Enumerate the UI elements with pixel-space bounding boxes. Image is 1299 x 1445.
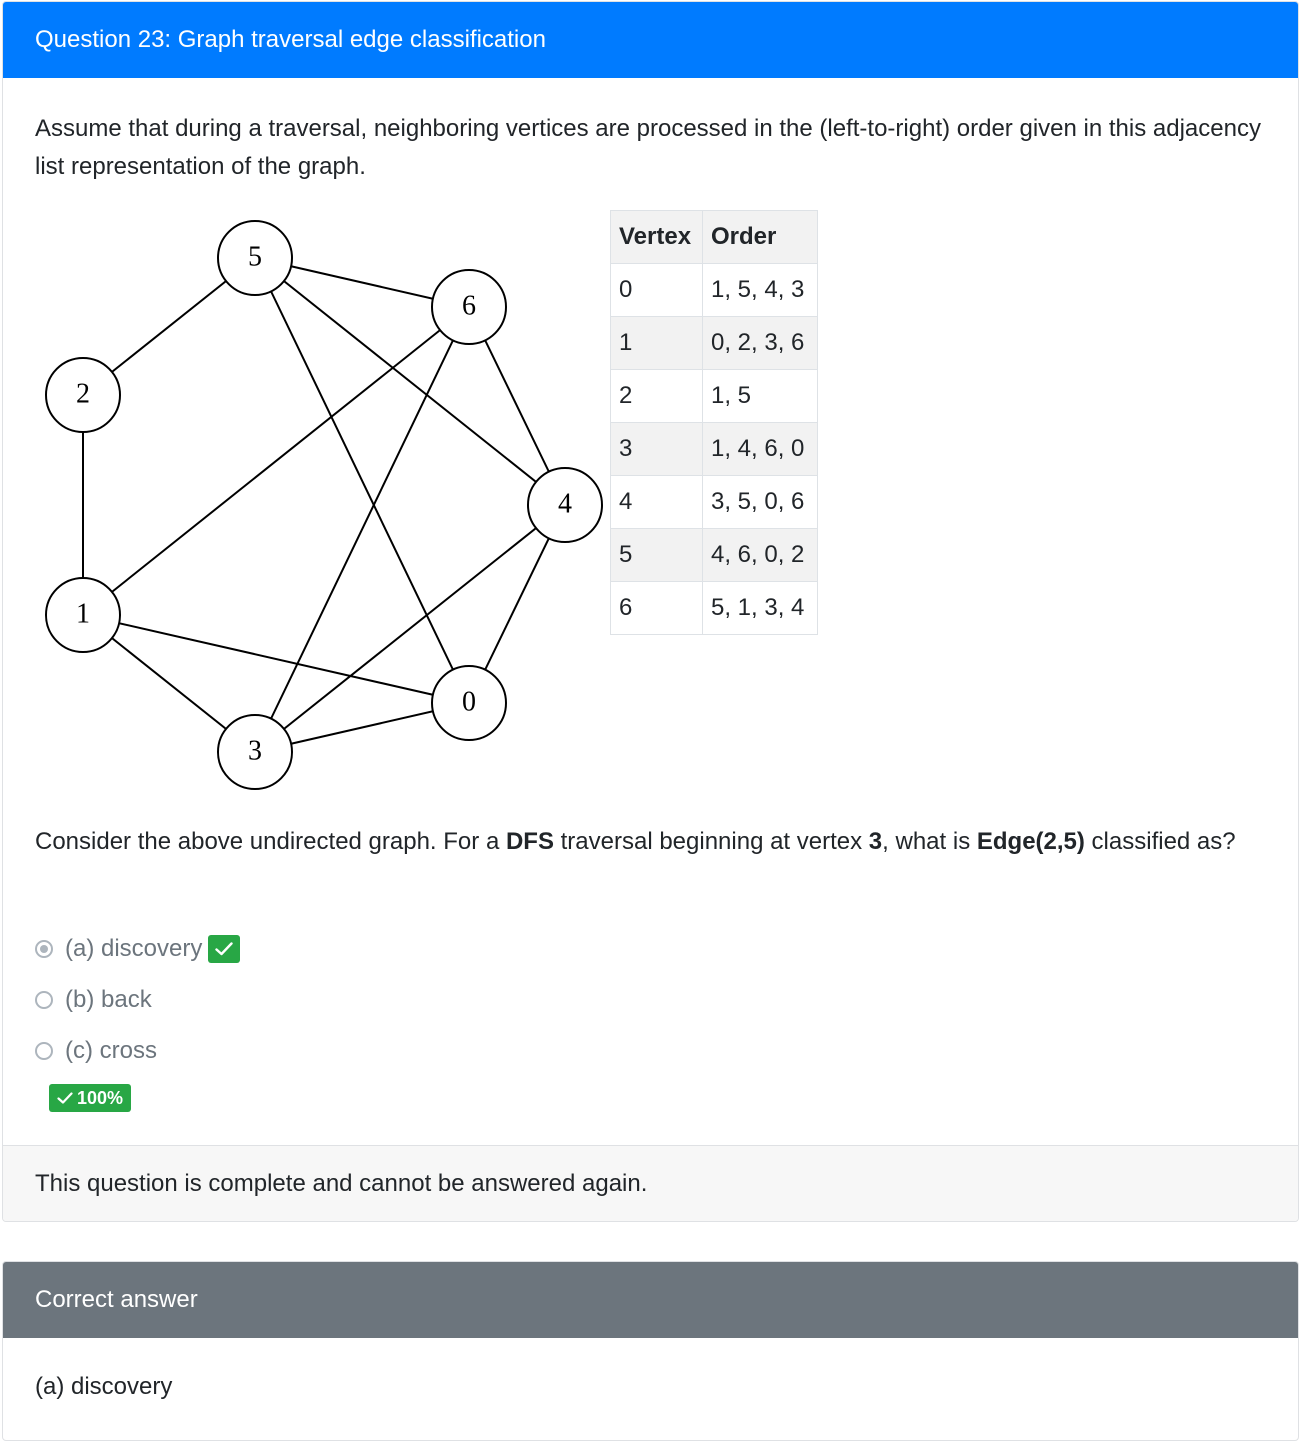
vertex-cell: 6 xyxy=(610,581,703,635)
graph-node-4: 4 xyxy=(527,467,603,543)
option-a[interactable]: (a) discovery xyxy=(35,931,241,967)
column-header-vertex: Vertex xyxy=(610,210,703,264)
option-c-label[interactable]: (c) cross xyxy=(65,1037,157,1064)
graph-edge-1-6 xyxy=(82,306,470,616)
graph-node-2: 2 xyxy=(45,357,121,433)
completion-message: This question is complete and cannot be … xyxy=(35,1169,648,1197)
prompt-text: Consider the above undirected graph. For… xyxy=(35,828,506,855)
vertex-cell: 0 xyxy=(610,263,703,317)
graph-node-label: 5 xyxy=(248,241,262,272)
graph-edge-5-0 xyxy=(254,257,470,704)
option-b-radio[interactable] xyxy=(35,991,53,1009)
graph-node-circle xyxy=(217,220,293,296)
graph-edge-4-3 xyxy=(254,504,566,753)
option-c-radio[interactable] xyxy=(35,1042,53,1060)
order-cell: 1, 4, 6, 0 xyxy=(702,422,818,476)
order-cell: 3, 5, 0, 6 xyxy=(702,475,818,529)
graph-node-circle xyxy=(45,357,121,433)
option-b-label[interactable]: (b) back xyxy=(65,986,152,1013)
graph-node-3: 3 xyxy=(217,714,293,790)
vertex-cell: 4 xyxy=(610,475,703,529)
graph-node-label: 3 xyxy=(248,735,262,766)
question-prompt: Consider the above undirected graph. For… xyxy=(35,823,1265,861)
graph-edge-1-0 xyxy=(82,614,470,704)
prompt-text: traversal beginning at vertex xyxy=(553,828,869,855)
graph-node-0: 0 xyxy=(431,665,507,741)
vertex-cell: 2 xyxy=(610,369,703,423)
correct-answer-card: Correct answer (a) discovery xyxy=(2,1261,1299,1441)
question-intro: Assume that during a traversal, neighbor… xyxy=(35,115,1261,180)
correct-answer-header: Correct answer xyxy=(3,1262,1298,1338)
question-card: Question 23: Graph traversal edge classi… xyxy=(2,1,1299,1222)
graph-node-label: 4 xyxy=(558,488,572,519)
vertex-cell: 3 xyxy=(610,422,703,476)
correct-badge xyxy=(208,935,241,963)
graph-node-5: 5 xyxy=(217,220,293,296)
graph-node-label: 2 xyxy=(76,378,90,409)
order-cell: 5, 1, 3, 4 xyxy=(702,581,818,635)
check-icon xyxy=(57,1092,73,1104)
question-title: Question 23: Graph traversal edge classi… xyxy=(35,26,546,53)
graph-node-1: 1 xyxy=(45,577,121,653)
graph-node-circle xyxy=(431,665,507,741)
order-cell: 4, 6, 0, 2 xyxy=(702,528,818,582)
question-header: Question 23: Graph traversal edge classi… xyxy=(3,2,1298,78)
graph-diagram: 0 1 2 3 4 5 6 xyxy=(45,220,603,790)
graph-nodes: 0 1 2 3 4 5 6 xyxy=(45,220,603,790)
option-c[interactable]: (c) cross xyxy=(35,1033,157,1069)
column-header-order: Order xyxy=(702,210,818,264)
graph-node-circle xyxy=(45,577,121,653)
graph-node-circle xyxy=(217,714,293,790)
question-footer: This question is complete and cannot be … xyxy=(3,1145,1298,1221)
score-badge: 100% xyxy=(49,1084,132,1112)
graph-edge-5-4 xyxy=(254,257,566,506)
prompt-text: , what is xyxy=(882,828,977,855)
order-cell: 0, 2, 3, 6 xyxy=(702,316,818,370)
graph-node-circle xyxy=(431,269,507,345)
table-header-row: Vertex Order xyxy=(610,210,818,264)
correct-answer-title: Correct answer xyxy=(35,1286,198,1313)
prompt-emphasis-vertex: 3 xyxy=(868,828,883,855)
option-a-label[interactable]: (a) discovery xyxy=(65,935,203,962)
order-cell: 1, 5, 4, 3 xyxy=(702,263,818,317)
graph-node-circle xyxy=(527,467,603,543)
graph-node-6: 6 xyxy=(431,269,507,345)
prompt-emphasis-edge: Edge(2,5) xyxy=(976,828,1085,855)
score-value: 100% xyxy=(77,1087,124,1108)
prompt-text: classified as? xyxy=(1084,828,1236,855)
graph-node-label: 0 xyxy=(462,686,476,717)
option-a-radio[interactable] xyxy=(35,940,53,958)
prompt-emphasis-traversal: DFS xyxy=(505,828,554,855)
vertex-cell: 1 xyxy=(610,316,703,370)
check-icon xyxy=(215,942,234,956)
correct-answer-text: (a) discovery xyxy=(35,1373,173,1400)
vertex-cell: 5 xyxy=(610,528,703,582)
order-cell: 1, 5 xyxy=(702,369,818,423)
graph-node-label: 1 xyxy=(76,598,90,629)
graph-node-label: 6 xyxy=(462,290,476,321)
option-b[interactable]: (b) back xyxy=(35,982,152,1018)
graph-edge-6-3 xyxy=(254,306,470,753)
